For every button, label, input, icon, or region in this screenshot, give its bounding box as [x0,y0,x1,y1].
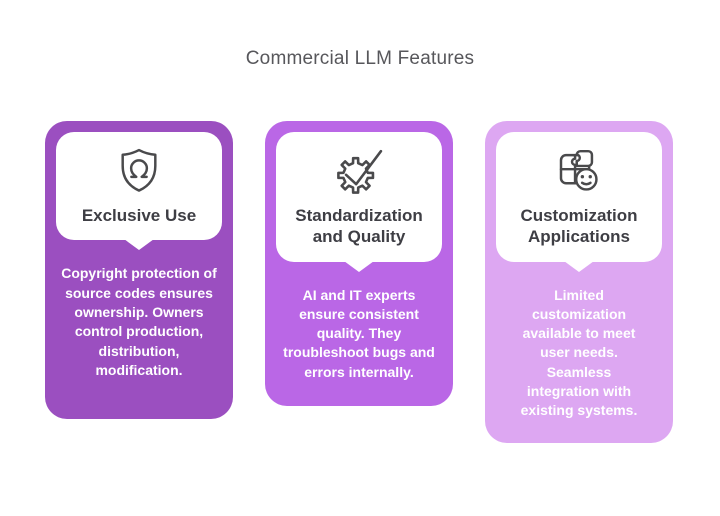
card-body-text: Limited customization available to meet … [520,286,638,419]
feature-card-exclusive-use: Exclusive Use Copyright protection of so… [45,121,233,419]
gear-check-icon [281,144,437,200]
card-header-bubble: Exclusive Use [56,132,222,241]
feature-card-customization-applications: Customization Applications Limited custo… [485,121,673,443]
card-body-text: Copyright protection of source codes ens… [61,265,217,378]
page-title: Commercial LLM Features [245,48,475,69]
card-header-bubble: Standardization and Quality [276,132,442,262]
card-title: Customization Applications [520,206,638,247]
card-title: Exclusive Use [81,206,197,225]
feature-card-standardization-and-quality: Standardization and Quality AI and IT ex… [265,121,453,406]
card-title: Standardization and Quality [295,206,423,247]
card-header-bubble: Customization Applications [496,132,662,262]
card-body-text: AI and IT experts ensure consistent qual… [283,286,435,380]
puzzle-smiley-icon [501,144,657,200]
shield-user-icon [61,144,217,200]
